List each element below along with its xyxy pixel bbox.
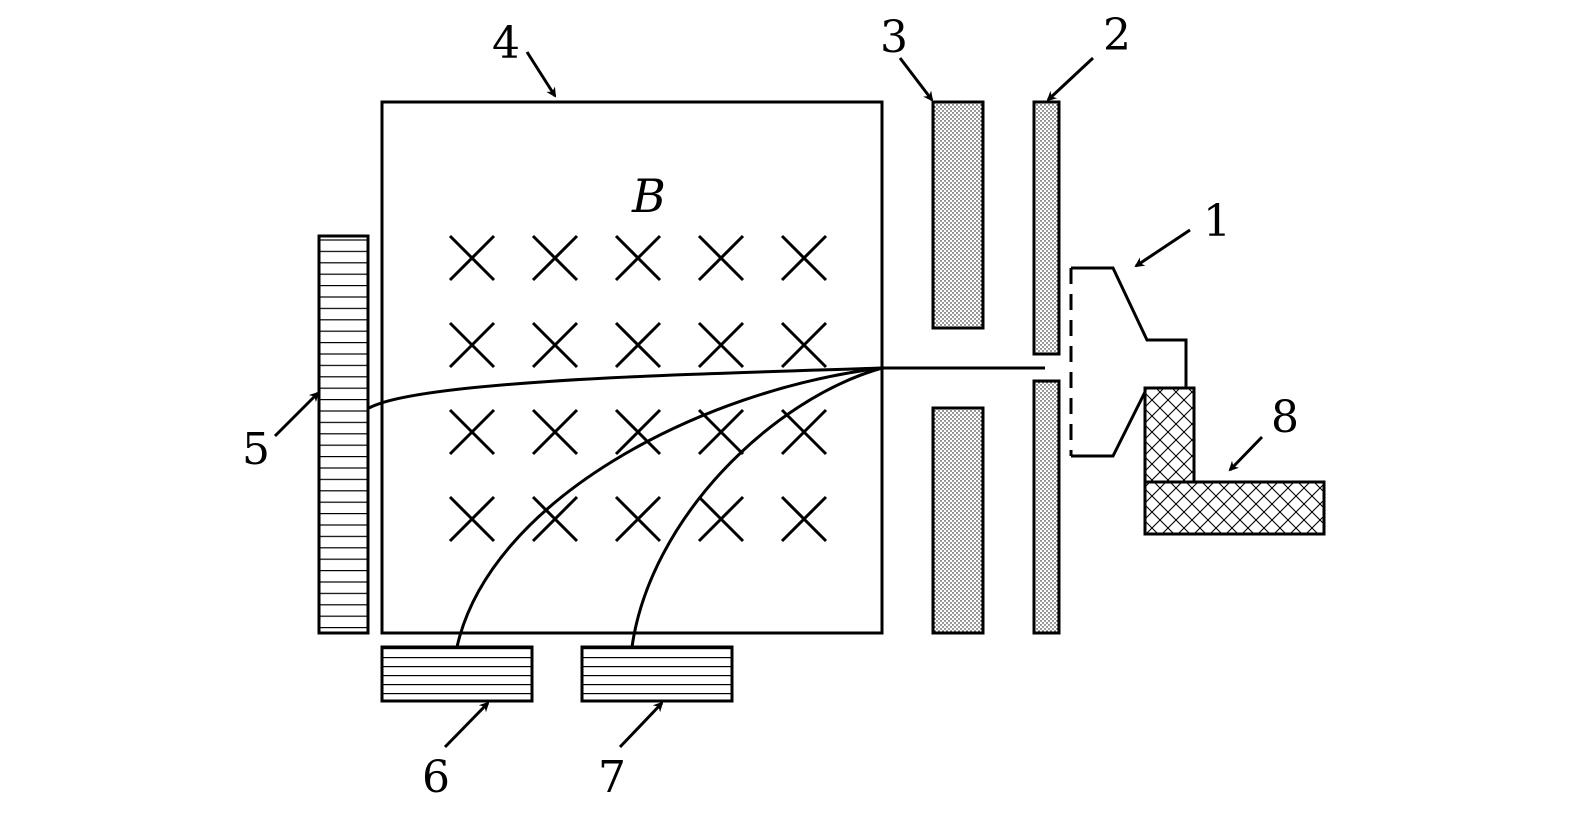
callout-label-4: 4	[492, 18, 520, 69]
support-8-base	[1143, 480, 1326, 536]
callout-arrow-6	[443, 701, 490, 749]
callout-label-2: 2	[1103, 10, 1131, 61]
source-1-outline	[1071, 266, 1188, 388]
field-cross-mark	[697, 495, 745, 543]
field-cross-mark	[614, 321, 662, 369]
callout-label-8: 8	[1271, 392, 1299, 443]
plate-2-upper	[1032, 100, 1061, 356]
field-cross-mark	[614, 408, 662, 456]
callout-arrow-7	[618, 701, 664, 749]
field-cross-mark	[780, 234, 828, 282]
callout-arrow-8	[1228, 435, 1264, 472]
field-cross-mark	[448, 234, 496, 282]
callout-arrow-5	[273, 391, 320, 438]
field-cross-mark	[531, 495, 579, 543]
field-label: B	[631, 169, 666, 223]
callout-label-1: 1	[1203, 196, 1231, 247]
callout-label-5: 5	[242, 424, 270, 475]
trajectory-to-detector-6	[455, 366, 883, 648]
callout-arrow-2	[1046, 56, 1095, 102]
field-cross-mark	[448, 321, 496, 369]
field-cross-mark	[780, 408, 828, 456]
detector-7	[580, 645, 734, 703]
field-cross-mark	[780, 495, 828, 543]
field-cross-mark	[531, 321, 579, 369]
plate-2-lower	[1032, 379, 1061, 635]
callout-arrow-4	[525, 51, 557, 98]
callout-arrow-3	[898, 57, 934, 102]
field-cross-mark	[697, 321, 745, 369]
trajectory-to-detector-5	[368, 366, 883, 410]
callout-label-7: 7	[598, 752, 626, 803]
field-cross-mark	[614, 495, 662, 543]
trajectory-to-detector-7	[630, 366, 883, 648]
field-cross-mark	[697, 408, 745, 456]
callout-label-3: 3	[880, 12, 908, 63]
field-cross-mark	[531, 408, 579, 456]
field-cross-mark	[531, 234, 579, 282]
plate-3-upper	[931, 100, 985, 330]
detector-6	[380, 645, 534, 703]
support-8-upright	[1143, 386, 1196, 484]
field-cross-mark	[448, 408, 496, 456]
field-cross-mark	[448, 495, 496, 543]
field-cross-marks	[448, 234, 828, 543]
callout-arrow-1	[1134, 228, 1191, 268]
source-1-lower-outline	[1071, 389, 1148, 458]
detector-5	[317, 234, 370, 635]
field-cross-mark	[780, 321, 828, 369]
field-cross-mark	[614, 234, 662, 282]
plate-3-lower	[931, 406, 985, 635]
callout-label-6: 6	[422, 752, 450, 803]
field-cross-mark	[697, 234, 745, 282]
